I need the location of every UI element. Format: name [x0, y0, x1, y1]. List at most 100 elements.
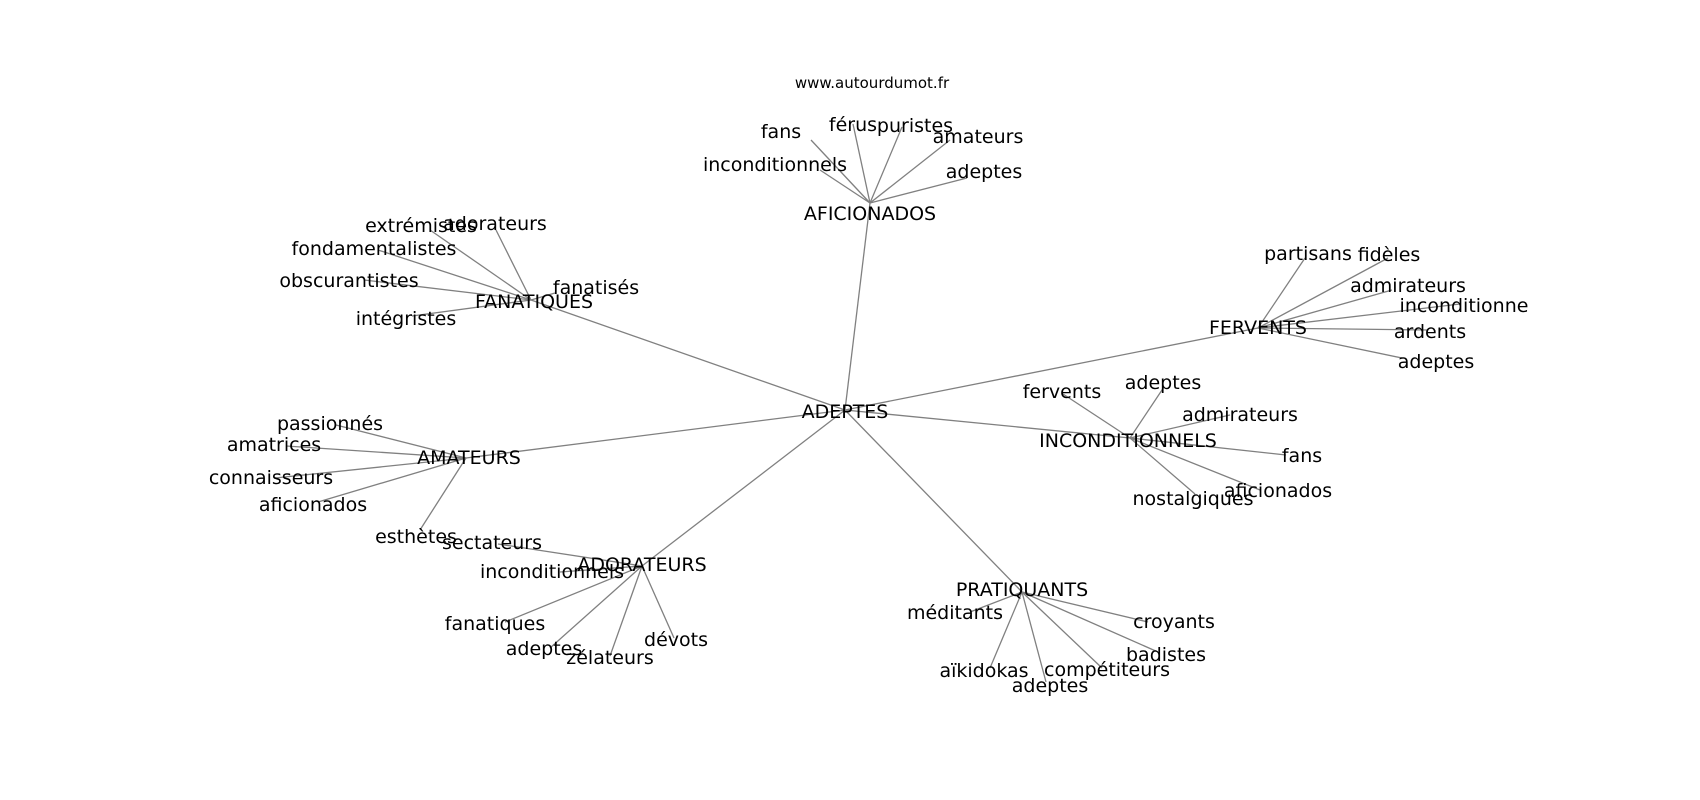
leaf-label[interactable]: aïkidokas: [939, 660, 1028, 682]
leaf-label[interactable]: partisans: [1264, 243, 1352, 265]
edge-fanatiques-5: [530, 292, 556, 301]
leaf-label[interactable]: fervents: [1023, 381, 1102, 403]
edge-root-fanatiques: [530, 299, 846, 411]
leaf-label[interactable]: adeptes: [1398, 351, 1475, 373]
edge-aficionados-0: [810, 139, 871, 204]
leaf-label[interactable]: adeptes: [1012, 675, 1089, 697]
edge-adorateurs-3: [549, 565, 643, 649]
edge-adorateurs-0: [497, 543, 643, 567]
leaf-label[interactable]: ardents: [1394, 321, 1466, 343]
edge-inconditionnels-3: [1129, 437, 1287, 456]
edge-aficionados-1: [852, 123, 871, 204]
leaf-label[interactable]: adeptes: [506, 638, 583, 660]
edge-root-fervents: [844, 327, 1259, 411]
leaf-label[interactable]: inconditionne: [1400, 295, 1529, 317]
leaf-label[interactable]: croyants: [1133, 611, 1215, 633]
hub-label-adorateurs[interactable]: ADORATEURS: [577, 554, 706, 576]
edge-root-adorateurs: [641, 409, 846, 567]
leaf-label[interactable]: fidèles: [1358, 244, 1421, 266]
leaf-label[interactable]: aficionados: [1224, 480, 1332, 502]
edge-aficionados-3: [869, 139, 951, 204]
leaf-label[interactable]: adeptes: [946, 161, 1023, 183]
leaf-label[interactable]: fondamentalistes: [292, 238, 457, 260]
edge-pratiquants-2: [1021, 591, 1159, 653]
leaf-label[interactable]: passionnés: [277, 413, 383, 435]
edge-pratiquants-5: [1021, 591, 1047, 683]
edge-amateurs-3: [317, 457, 467, 503]
site-credit[interactable]: www.autourdumot.fr: [795, 74, 950, 92]
edge-inconditionnels-2: [1129, 414, 1231, 439]
edge-fanatiques-1: [495, 229, 532, 301]
edge-fanatiques-4: [411, 299, 532, 317]
leaf-label[interactable]: nostalgiques: [1133, 488, 1254, 510]
edge-pratiquants-0: [969, 591, 1023, 613]
hub-label-fanatiques[interactable]: FANATIQUES: [475, 291, 593, 313]
edge-inconditionnels-0: [1062, 393, 1131, 439]
edge-amateurs-1: [285, 445, 467, 459]
leaf-label[interactable]: aficionados: [259, 494, 367, 516]
edge-adorateurs-4: [609, 565, 643, 657]
leaf-label[interactable]: badistes: [1126, 644, 1206, 666]
leaf-label[interactable]: amatrices: [227, 434, 321, 456]
hub-label-aficionados[interactable]: AFICIONADOS: [804, 203, 936, 225]
hub-label-fervents[interactable]: FERVENTS: [1209, 317, 1307, 339]
leaf-label[interactable]: fanatiques: [445, 613, 545, 635]
edge-inconditionnels-4: [1129, 437, 1261, 491]
edge-amateurs-2: [274, 457, 467, 479]
edge-amateurs-0: [335, 424, 467, 459]
edge-aficionados-5: [869, 177, 968, 204]
edge-aficionados-4: [819, 169, 871, 204]
edge-fanatiques-3: [363, 279, 532, 301]
leaf-label[interactable]: inconditionnels: [480, 561, 624, 583]
leaf-label[interactable]: admirateurs: [1350, 275, 1466, 297]
leaf-label[interactable]: zélateurs: [566, 647, 653, 669]
edge-root-aficionados: [844, 202, 871, 411]
leaf-label[interactable]: admirateurs: [1182, 404, 1298, 426]
leaf-label[interactable]: extrémistes: [365, 215, 477, 237]
edge-fervents-0: [1257, 257, 1306, 329]
edge-root-pratiquants: [844, 409, 1023, 593]
leaf-label[interactable]: obscurantistes: [279, 270, 418, 292]
edge-adorateurs-1: [559, 565, 643, 573]
edge-root-inconditionnels: [844, 409, 1131, 439]
leaf-label[interactable]: connaisseurs: [209, 467, 333, 489]
leaf-label[interactable]: compétiteurs: [1044, 659, 1170, 681]
leaf-label[interactable]: fanatisés: [553, 277, 639, 299]
leaf-label[interactable]: dévots: [644, 629, 708, 651]
leaf-label[interactable]: inconditionnels: [703, 154, 847, 176]
leaf-label[interactable]: adeptes: [1125, 372, 1202, 394]
leaf-label[interactable]: méditants: [907, 602, 1003, 624]
edge-adorateurs-2: [504, 565, 643, 623]
edge-fervents-3: [1257, 303, 1461, 329]
edge-pratiquants-3: [1021, 591, 1103, 669]
root-label[interactable]: ADEPTES: [802, 401, 889, 423]
leaf-label[interactable]: intégristes: [356, 308, 457, 330]
edge-root-amateurs: [465, 409, 846, 459]
hub-label-inconditionnels[interactable]: INCONDITIONNELS: [1039, 430, 1217, 452]
leaf-label[interactable]: puristes: [877, 115, 953, 137]
hub-label-amateurs[interactable]: AMATEURS: [417, 447, 521, 469]
hub-label-pratiquants[interactable]: PRATIQUANTS: [956, 579, 1088, 601]
edge-pratiquants-4: [989, 591, 1023, 669]
edge-amateurs-4: [419, 457, 467, 531]
edge-aficionados-2: [869, 126, 903, 204]
edge-inconditionnels-1: [1129, 386, 1165, 439]
edge-fervents-1: [1257, 257, 1389, 329]
edge-adorateurs-5: [641, 565, 675, 639]
leaf-label[interactable]: amateurs: [933, 126, 1024, 148]
edge-fervents-4: [1257, 327, 1429, 331]
leaf-label[interactable]: férus: [829, 114, 877, 136]
edge-fanatiques-0: [429, 229, 532, 301]
leaf-label[interactable]: adorateurs: [443, 213, 547, 235]
edge-fervents-5: [1257, 327, 1403, 359]
leaf-label[interactable]: esthètes: [375, 526, 457, 548]
leaf-label[interactable]: fans: [761, 121, 801, 143]
edge-pratiquants-1: [1021, 591, 1149, 623]
edge-fanatiques-2: [377, 249, 532, 301]
leaf-label[interactable]: fans: [1282, 445, 1322, 467]
edge-inconditionnels-5: [1129, 437, 1196, 495]
edge-fervents-2: [1257, 289, 1393, 329]
leaf-label[interactable]: sectateurs: [442, 532, 542, 554]
